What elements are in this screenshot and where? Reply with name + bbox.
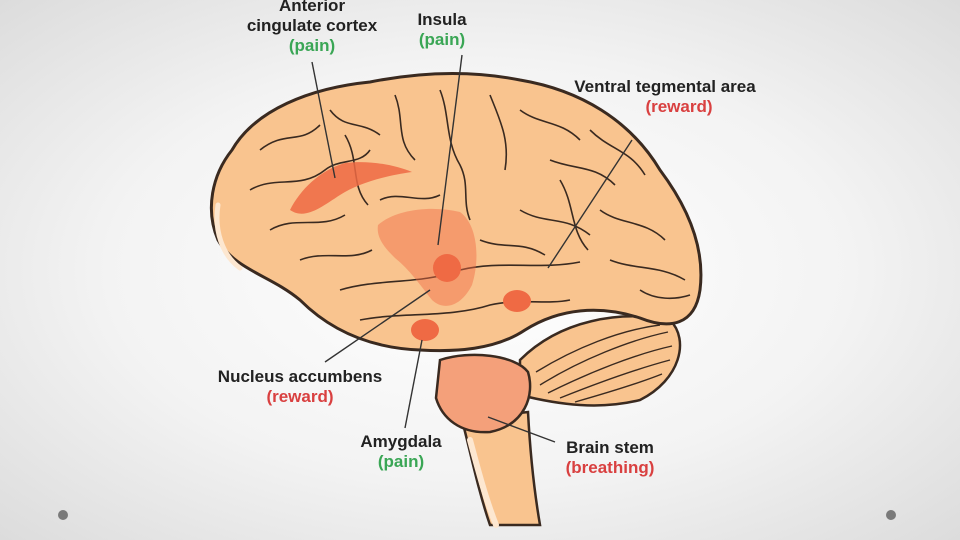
label-name: Anterior cingulate cortex xyxy=(246,0,378,35)
label-function: (pain) xyxy=(288,36,336,55)
cerebrum xyxy=(209,71,703,353)
insula-region xyxy=(377,208,477,306)
brain-folds xyxy=(249,89,691,321)
spinal-cord xyxy=(460,410,542,527)
label-brain-stem: Brain stem (breathing) xyxy=(555,438,665,478)
label-function: (pain) xyxy=(418,30,466,49)
label-function: (reward) xyxy=(645,97,713,116)
cerebellum-folds xyxy=(535,324,673,403)
amygdala-region xyxy=(411,319,439,341)
label-name: Nucleus accumbens xyxy=(217,367,383,386)
label-nucleus-accumbens: Nucleus accumbens (reward) xyxy=(205,367,395,407)
anterior-cingulate-region xyxy=(290,162,412,214)
ventral-tegmental-region xyxy=(503,290,531,312)
label-function: (breathing) xyxy=(565,458,655,477)
label-anterior-cingulate-cortex: Anterior cingulate cortex (pain) xyxy=(232,0,392,56)
cerebellum xyxy=(518,315,682,407)
leader-lines xyxy=(311,54,633,443)
label-name: Ventral tegmental area xyxy=(574,77,756,96)
label-function: (reward) xyxy=(266,387,334,406)
label-ventral-tegmental-area: Ventral tegmental area (reward) xyxy=(560,77,770,117)
label-name: Amygdala xyxy=(360,432,442,451)
slide-corner-dot-right xyxy=(886,510,896,520)
brain-stem-shape xyxy=(434,353,532,434)
label-amygdala: Amygdala (pain) xyxy=(346,432,456,472)
slide-corner-dot-left xyxy=(58,510,68,520)
label-name: Brain stem xyxy=(566,438,654,457)
label-insula: Insula (pain) xyxy=(400,10,484,50)
nucleus-accumbens-region xyxy=(433,254,461,282)
label-name: Insula xyxy=(417,10,467,29)
label-function: (pain) xyxy=(377,452,425,471)
